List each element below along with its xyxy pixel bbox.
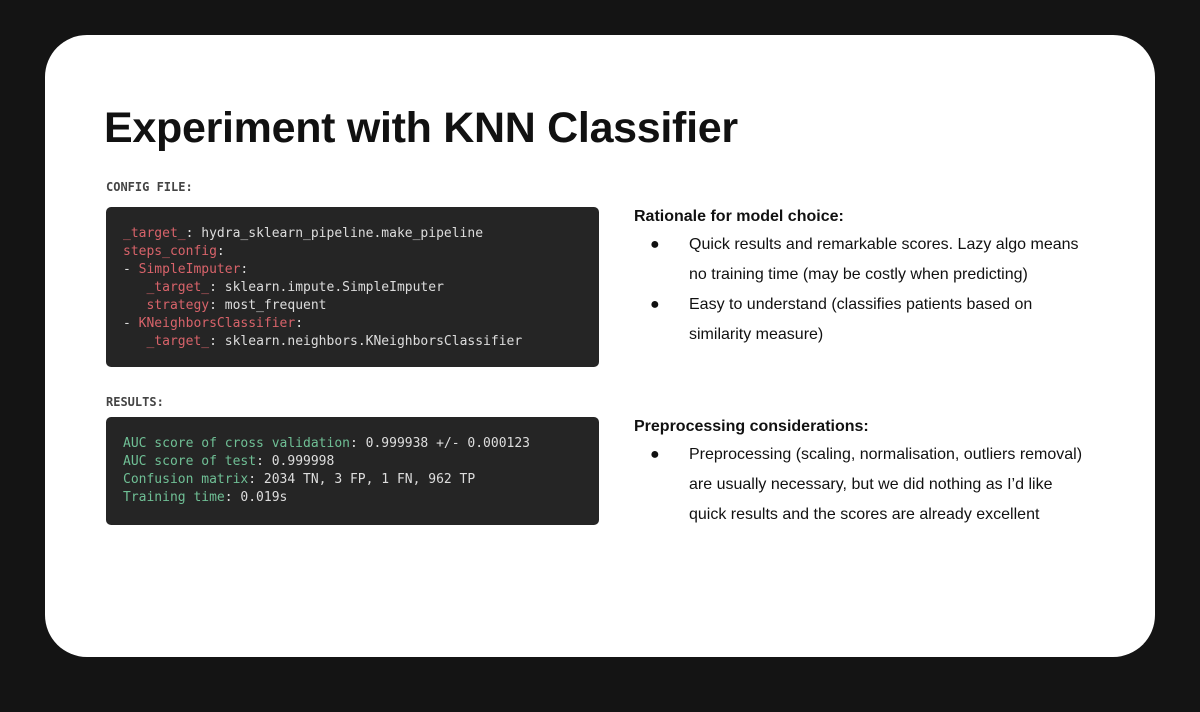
config-key: _target_ [123, 226, 186, 241]
result-colon: : [224, 490, 233, 505]
config-colon: : [209, 334, 217, 349]
rationale-bullet: ● Quick results and remarkable scores. La… [634, 230, 1094, 290]
config-value: sklearn.impute.SimpleImputer [216, 280, 444, 295]
bullet-text: Quick results and remarkable scores. Laz… [689, 236, 1079, 283]
config-prefix: - [123, 316, 139, 331]
config-indent [123, 280, 146, 295]
result-value: 2034 TN, 3 FP, 1 FN, 962 TP [256, 472, 476, 487]
config-colon: : [240, 262, 249, 277]
result-key: Confusion matrix [123, 472, 249, 487]
preprocessing-bullet: ● Preprocessing (scaling, normalisation, … [634, 440, 1094, 530]
result-value: 0.999938 +/- 0.000123 [357, 436, 530, 451]
result-colon: : [248, 472, 257, 487]
result-key: AUC score of test [123, 454, 257, 469]
config-line: - KNeighborsClassifier: [123, 315, 582, 333]
config-line: _target_: hydra_sklearn_pipeline.make_pi… [123, 225, 582, 243]
config-key: KNeighborsClassifier [138, 316, 296, 331]
result-line: AUC score of test: 0.999998 [123, 453, 582, 471]
config-colon: : [185, 226, 194, 241]
config-key: SimpleImputer [138, 262, 241, 277]
config-line: strategy: most_frequent [123, 297, 582, 315]
bullet-text: Preprocessing (scaling, normalisation, o… [689, 446, 1083, 523]
result-value: 0.999998 [263, 454, 335, 469]
config-value: most_frequent [216, 298, 327, 313]
config-colon: : [295, 316, 304, 331]
rationale-section: Rationale for model choice: ● Quick resul… [634, 208, 1094, 350]
config-key: steps_config [123, 244, 217, 259]
config-line: steps_config: [123, 243, 582, 261]
bullet-icon: ● [650, 236, 660, 253]
config-key: strategy [146, 298, 210, 313]
result-line: AUC score of cross validation: 0.999938 … [123, 435, 582, 453]
config-value: hydra_sklearn_pipeline.make_pipeline [193, 226, 484, 241]
config-key: _target_ [146, 280, 210, 295]
config-line: - SimpleImputer: [123, 261, 582, 279]
bullet-icon: ● [650, 446, 660, 463]
result-colon: : [349, 436, 358, 451]
config-colon: : [209, 280, 217, 295]
config-colon: : [209, 298, 217, 313]
rationale-heading: Rationale for model choice: [634, 208, 844, 225]
preprocessing-heading: Preprocessing considerations: [634, 418, 869, 435]
result-line: Confusion matrix: 2034 TN, 3 FP, 1 FN, 9… [123, 471, 582, 489]
result-value: 0.019s [232, 490, 288, 505]
results-code-block: AUC score of cross validation: 0.999938 … [106, 417, 599, 525]
preprocessing-section: Preprocessing considerations: ● Preproces… [634, 418, 1094, 530]
bullet-text: Easy to understand (classifies patients … [689, 296, 1033, 343]
bullet-icon: ● [650, 296, 660, 313]
result-colon: : [256, 454, 264, 469]
config-indent [123, 334, 146, 349]
config-value: sklearn.neighbors.KNeighborsClassifier [216, 334, 523, 349]
result-line: Training time: 0.019s [123, 489, 582, 507]
config-colon: : [216, 244, 225, 259]
slide-title: Experiment with KNN Classifier [104, 104, 738, 152]
config-label: CONFIG FILE: [106, 180, 193, 194]
result-key: AUC score of cross validation [123, 436, 350, 451]
config-indent [123, 298, 146, 313]
rationale-bullet: ● Easy to understand (classifies patients… [634, 290, 1094, 350]
results-label: RESULTS: [106, 395, 164, 409]
config-code-block: _target_: hydra_sklearn_pipeline.make_pi… [106, 207, 599, 367]
config-line: _target_: sklearn.impute.SimpleImputer [123, 279, 582, 297]
config-key: _target_ [146, 334, 210, 349]
config-prefix: - [123, 262, 139, 277]
config-line: _target_: sklearn.neighbors.KNeighborsCl… [123, 333, 582, 351]
result-key: Training time [123, 490, 225, 505]
